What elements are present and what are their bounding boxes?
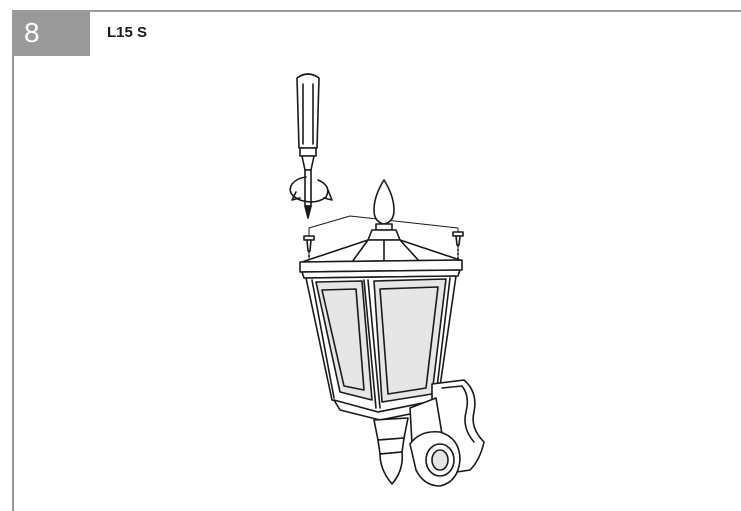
page-frame <box>12 10 741 511</box>
finial <box>373 179 395 231</box>
lantern-roof <box>299 229 463 279</box>
screwdriver-icon <box>289 73 333 219</box>
step-number-badge: 8 <box>12 10 90 56</box>
lantern-base <box>333 399 439 485</box>
step-number: 8 <box>24 17 40 48</box>
motion-sensor <box>409 430 461 487</box>
model-label: L15 S <box>107 24 148 41</box>
